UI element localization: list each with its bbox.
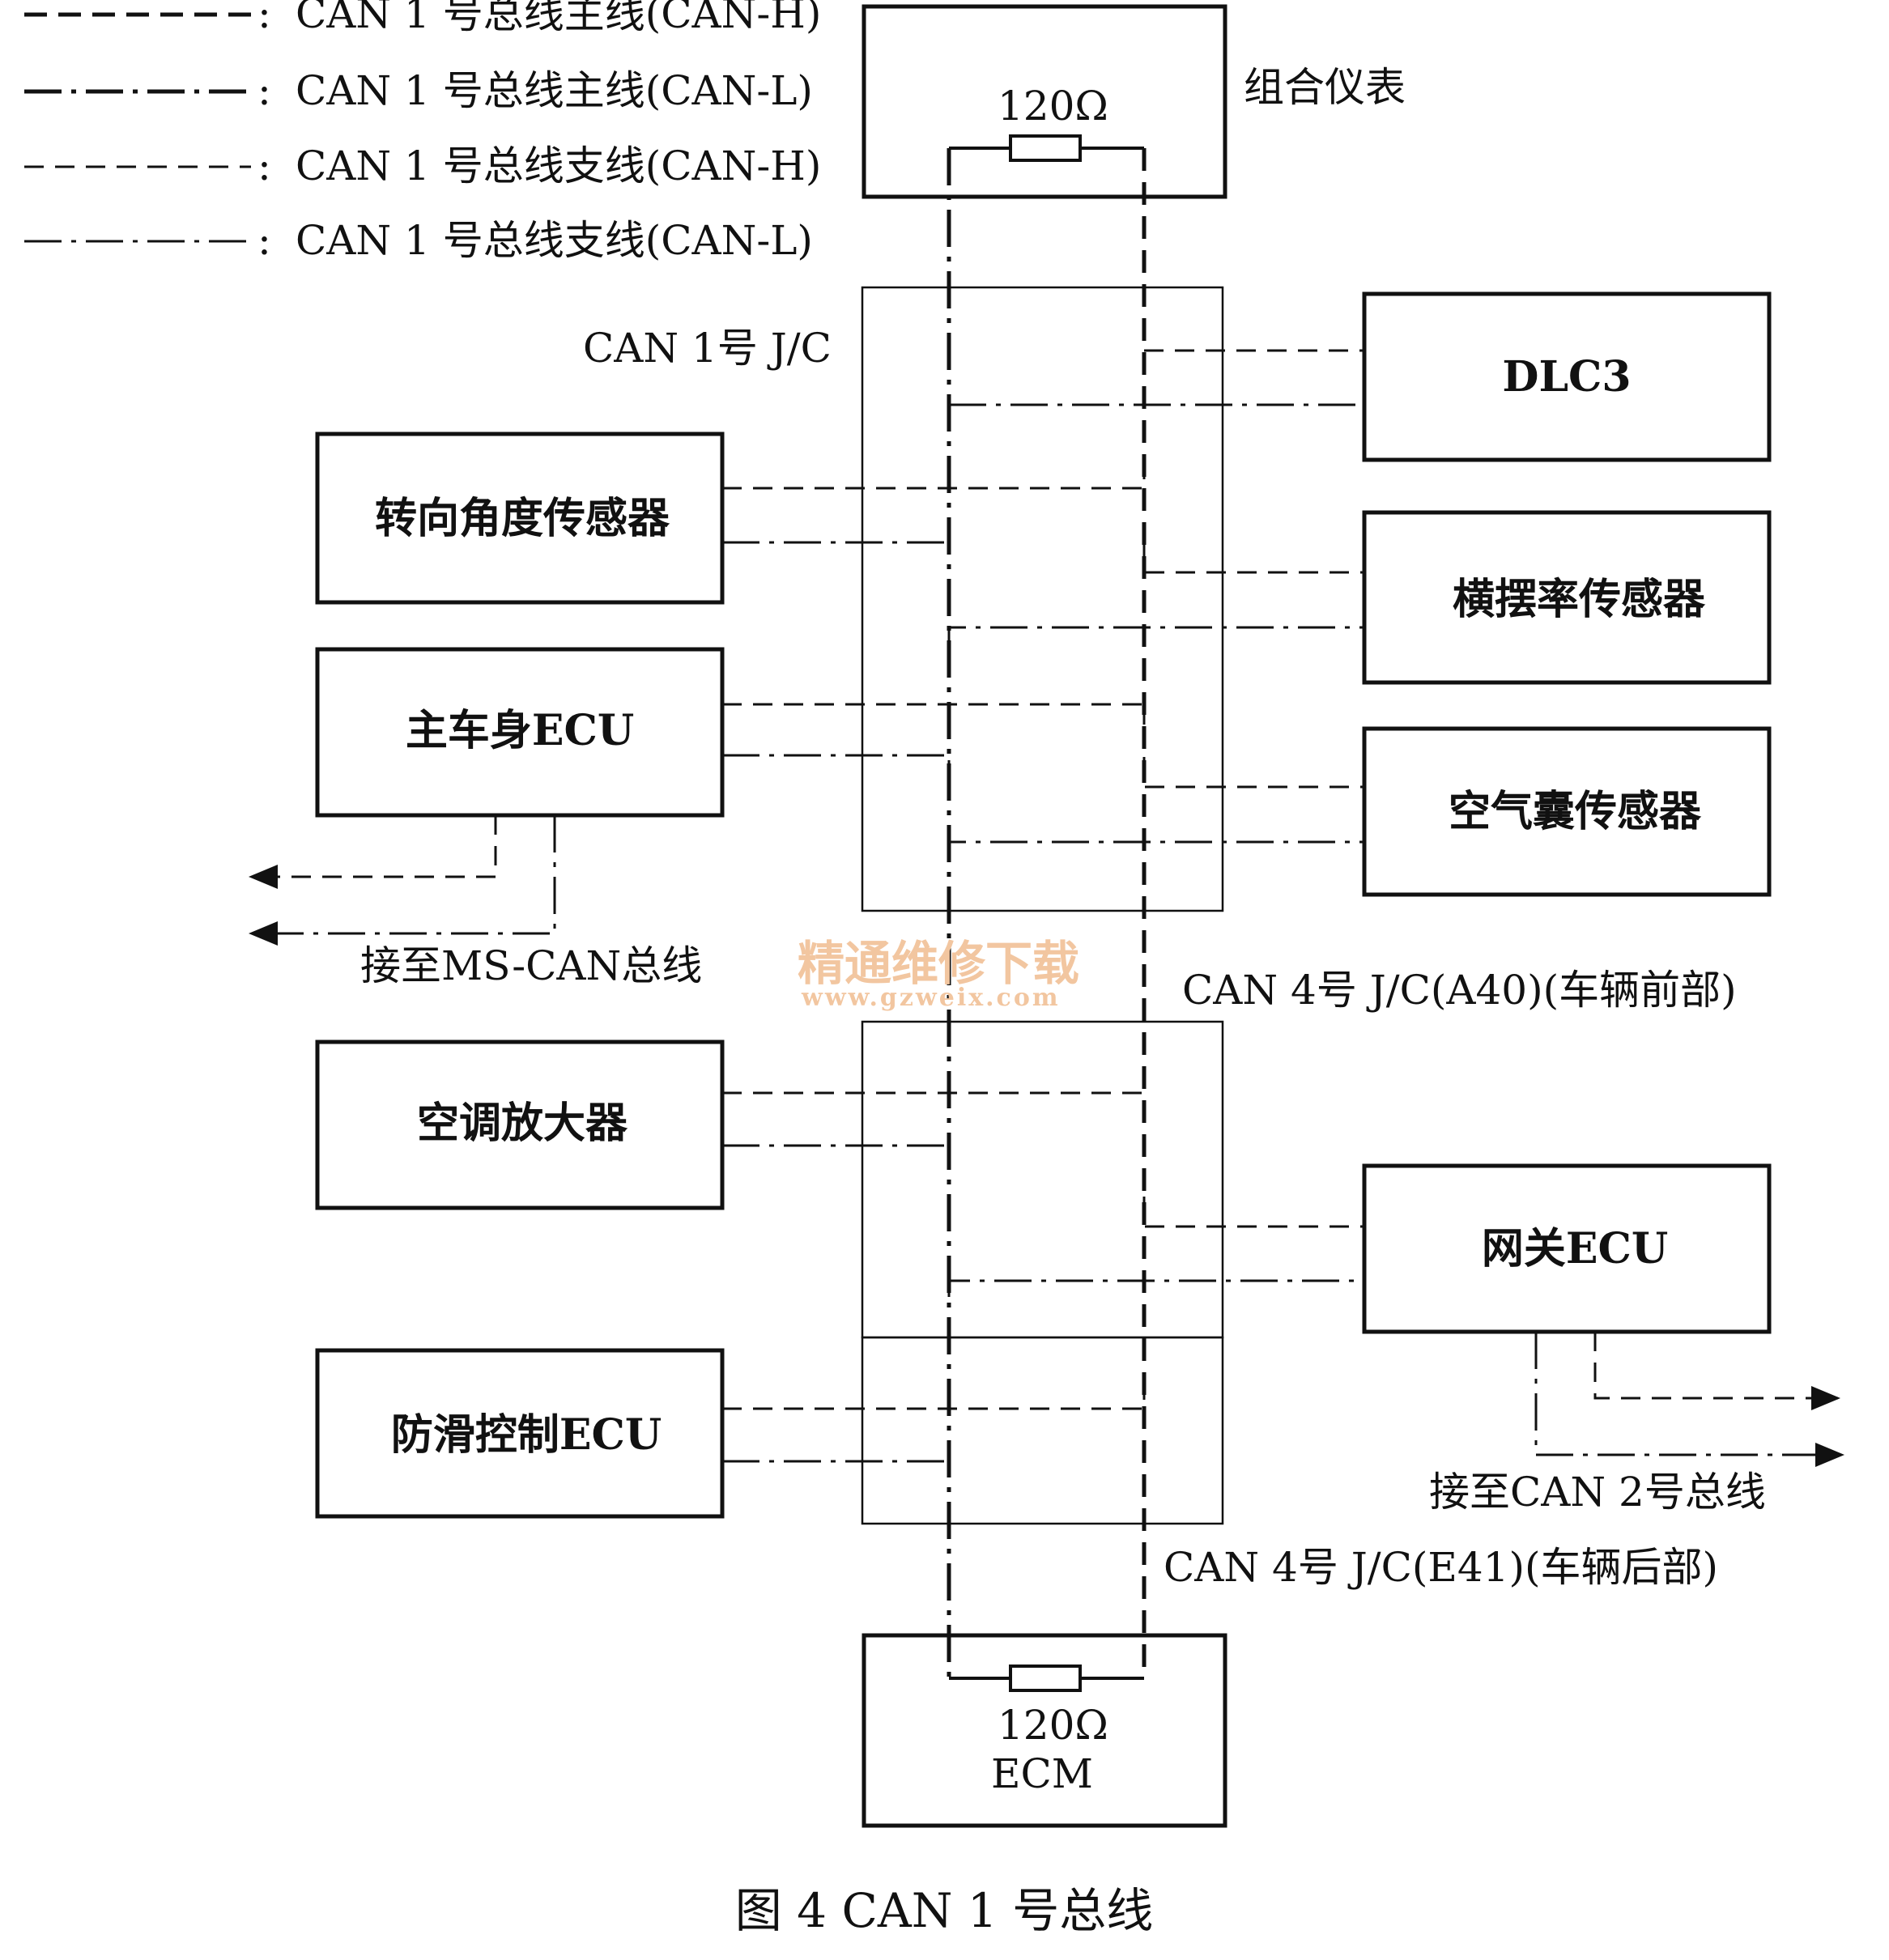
can2-connection	[1534, 1332, 1844, 1467]
yaw-rate-sensor-branch	[947, 542, 1364, 648]
can4-rear-junction-connector	[861, 1336, 1224, 1525]
ms-can-connection	[249, 815, 556, 946]
skid-control-ecu-box	[315, 1348, 725, 1519]
main-body-ecu-branch	[722, 703, 1146, 776]
dlc3-label: DLC3	[1502, 352, 1631, 402]
ecm-label: ECM	[991, 1750, 1093, 1797]
main-body-ecu-box	[315, 647, 725, 818]
steering-angle-sensor-box	[315, 432, 725, 605]
can1-jc-label: CAN 1号 J/C	[583, 325, 832, 372]
steering-angle-sensor-branch	[722, 470, 1146, 544]
watermark-url: www.gzweix.com	[801, 984, 1061, 1012]
combination-meter-box	[862, 4, 1227, 199]
can4-rear-jc-label: CAN 4号 J/C(E41)(车辆后部)	[1164, 1544, 1718, 1591]
legend-label-main-l: CAN 1 号总线主线(CAN-L)	[296, 67, 813, 114]
steering-angle-sensor-label: 转向角度传感器	[375, 494, 670, 543]
legend-colon-2: :	[257, 67, 271, 114]
yaw-rate-sensor-box	[1362, 510, 1772, 685]
combination-meter-label: 组合仪表	[1244, 64, 1406, 111]
figure-caption: 图 4 CAN 1 号总线	[735, 1883, 1154, 1938]
can4-front-junction-connector	[861, 1020, 1224, 1339]
main-body-ecu-label: 主车身ECU	[406, 706, 634, 755]
ac-amplifier-branch	[722, 1091, 1146, 1164]
airbag-sensor-label: 空气囊传感器	[1449, 787, 1702, 836]
dlc3-branch	[949, 320, 1364, 406]
top-terminating-resistor	[949, 134, 1144, 162]
dlc3-box	[1362, 291, 1772, 462]
legend: : CAN 1 号总线主线(CAN-H) : CAN 1 号总线主线(CAN-L…	[24, 0, 821, 264]
gateway-ecu-box	[1362, 1163, 1772, 1334]
bottom-terminating-resistor	[949, 1665, 1144, 1692]
ac-amplifier-box	[315, 1040, 725, 1210]
can4-front-jc-label: CAN 4号 J/C(A40)(车辆前部)	[1182, 967, 1737, 1014]
legend-label-main-h: CAN 1 号总线主线(CAN-H)	[296, 0, 821, 37]
skid-control-ecu-branch	[722, 1391, 1146, 1463]
yaw-rate-sensor-label: 横摆率传感器	[1453, 575, 1706, 624]
bottom-resistor-label: 120Ω	[998, 1702, 1108, 1749]
ac-amplifier-label: 空调放大器	[417, 1099, 628, 1148]
top-resistor-label: 120Ω	[998, 83, 1108, 130]
gateway-ecu-branch	[947, 1197, 1364, 1297]
can1-junction-connector	[861, 286, 1224, 912]
to-ms-can-label: 接至MS-CAN总线	[360, 942, 702, 989]
legend-colon-3: :	[257, 142, 271, 189]
airbag-sensor-branch	[947, 757, 1364, 862]
skid-control-ecu-label: 防滑控制ECU	[391, 1410, 662, 1460]
airbag-sensor-box	[1362, 726, 1772, 897]
legend-colon-1: :	[257, 0, 271, 37]
legend-label-branch-l: CAN 1 号总线支线(CAN-L)	[296, 217, 813, 264]
watermark-title: 精通维修下载	[798, 936, 1079, 991]
legend-label-branch-h: CAN 1 号总线支线(CAN-H)	[296, 142, 821, 189]
legend-colon-4: :	[257, 217, 271, 264]
gateway-ecu-label: 网关ECU	[1482, 1224, 1668, 1273]
to-can2-label: 接至CAN 2号总线	[1429, 1469, 1766, 1516]
